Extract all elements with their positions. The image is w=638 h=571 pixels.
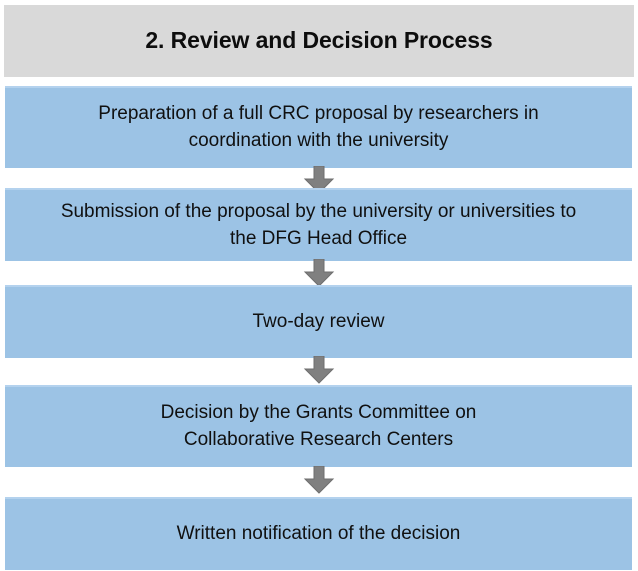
process-step-3: Two-day review — [5, 285, 632, 358]
process-step-5-line-1: Written notification of the decision — [176, 523, 461, 545]
process-step-5: Written notification of the decision — [5, 497, 632, 570]
page-title: 2. Review and Decision Process — [145, 27, 493, 54]
process-step-1: Preparation of a full CRC proposal by re… — [5, 86, 632, 168]
down-arrow-icon — [303, 356, 335, 384]
process-step-2-line-2: the DFG Head Office — [229, 227, 408, 249]
process-step-5-label: Written notification of the decision — [23, 521, 614, 548]
process-step-1-line-2: coordination with the university — [188, 130, 449, 151]
down-arrow-icon — [303, 259, 335, 287]
diagram-header: 2. Review and Decision Process — [4, 5, 634, 77]
process-step-1-label: Preparation of a full CRC proposal by re… — [23, 101, 614, 155]
down-arrow-icon — [303, 166, 335, 194]
process-step-4: Decision by the Grants Committee on Coll… — [5, 385, 632, 467]
process-step-2: Submission of the proposal by the univer… — [5, 188, 632, 261]
process-step-3-line-1: Two-day review — [252, 311, 385, 333]
process-step-3-label: Two-day review — [23, 309, 614, 336]
process-step-1-line-1: Preparation of a full CRC proposal by re… — [98, 103, 539, 125]
down-arrow-icon — [303, 466, 335, 494]
process-step-4-line-1: Decision by the Grants Committee on — [160, 402, 477, 424]
process-step-2-label: Submission of the proposal by the univer… — [23, 199, 614, 253]
process-step-4-label: Decision by the Grants Committee on Coll… — [23, 400, 614, 454]
process-step-2-line-1: Submission of the proposal by the univer… — [60, 200, 577, 222]
process-step-4-line-2: Collaborative Research Centers — [183, 429, 454, 450]
